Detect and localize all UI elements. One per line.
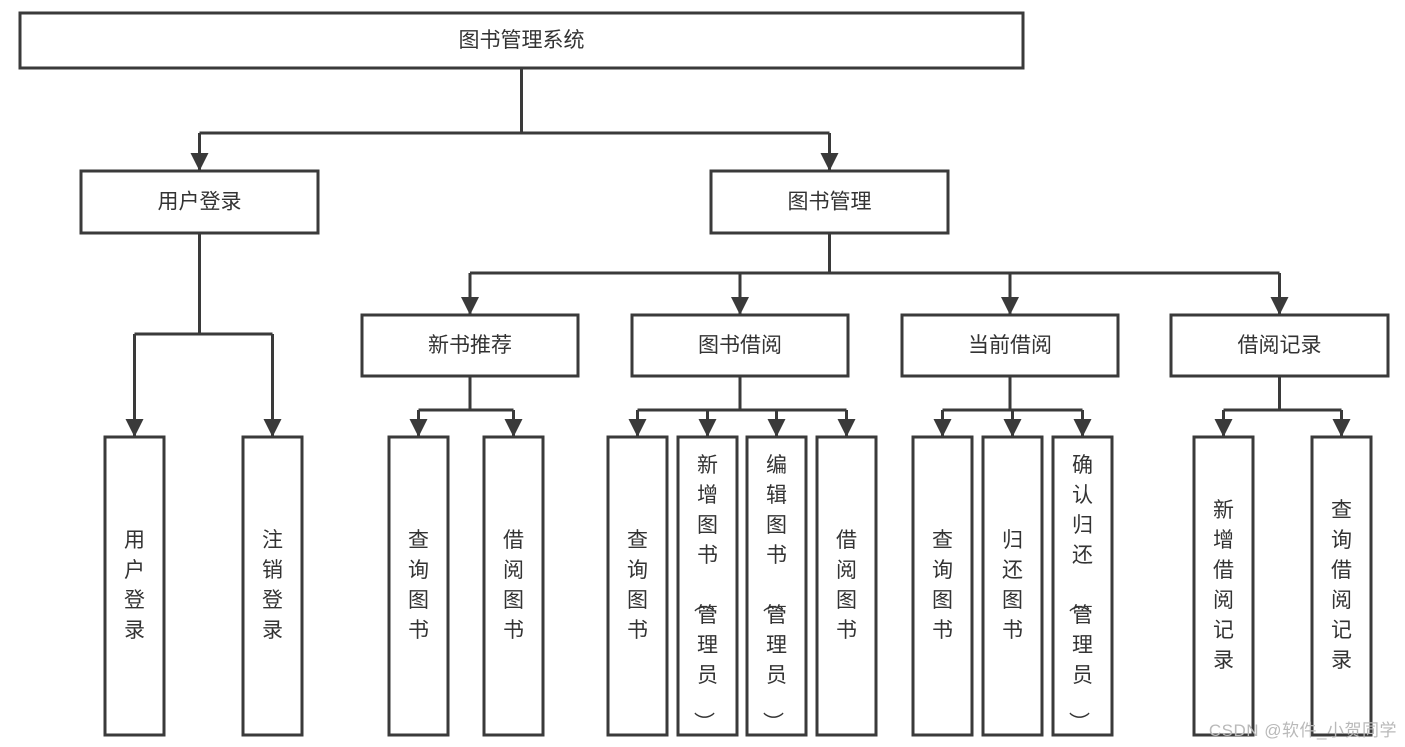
node-leaf-add-record[interactable]: 新增借阅记录 [1192, 435, 1255, 737]
arrow-head-icon [409, 419, 428, 437]
node-box [360, 313, 580, 378]
node-leaf-logout[interactable]: 注销登录 [241, 435, 304, 737]
node-box [606, 435, 669, 737]
node-box [387, 435, 450, 737]
arrow-head-icon [1332, 419, 1351, 437]
node-label: 查询借阅记录 [1331, 499, 1352, 672]
node-box [79, 169, 320, 235]
node-label: 新增借阅记录 [1213, 499, 1234, 672]
node-leaf-query-book[interactable]: 查询图书 [606, 435, 669, 737]
arrow-head-icon [698, 419, 717, 437]
node-label: 图书管理系统 [459, 29, 585, 52]
node-label: 图书管理 [788, 191, 872, 214]
arrow-head-icon [1214, 419, 1233, 437]
arrow-head-icon [190, 153, 209, 171]
node-book_manage[interactable]: 图书管理 [709, 169, 950, 235]
node-label: 借阅记录 [1238, 334, 1322, 357]
node-leaf-edit-book[interactable]: 编辑图书（管理员） [745, 435, 808, 737]
node-label: 用户登录 [158, 191, 242, 214]
node-label: 查询图书 [408, 529, 429, 642]
node-box [482, 435, 545, 737]
arrow-head-icon [125, 419, 144, 437]
node-box [103, 435, 166, 737]
node-user_login[interactable]: 用户登录 [79, 169, 320, 235]
arrow-head-icon [820, 153, 839, 171]
node-label: 用户登录 [124, 529, 145, 642]
node-leaf-query-book-rec[interactable]: 查询图书 [387, 435, 450, 737]
node-label: 当前借阅 [968, 334, 1052, 357]
arrow-head-icon [628, 419, 647, 437]
arrow-head-icon [731, 297, 749, 315]
node-leaf-query-book-cur[interactable]: 查询图书 [911, 435, 974, 737]
node-label: 归还图书 [1002, 529, 1023, 642]
node-box [1192, 435, 1255, 737]
node-box [1169, 313, 1390, 378]
node-box [815, 435, 878, 737]
node-box [676, 435, 739, 737]
node-label: 新书推荐 [428, 334, 512, 357]
node-label: 确认归还（管理员） [1067, 454, 1093, 733]
node-leaf-confirm-return[interactable]: 确认归还（管理员） [1051, 435, 1114, 737]
node-label: 新增图书（管理员） [692, 454, 718, 733]
arrow-head-icon [837, 419, 856, 437]
node-label: 查询图书 [627, 529, 648, 642]
node-leaf-borrow-book-rec[interactable]: 借阅图书 [482, 435, 545, 737]
arrow-head-icon [933, 419, 952, 437]
node-box [1051, 435, 1114, 737]
node-label: 查询图书 [932, 529, 953, 642]
arrow-head-icon [263, 419, 282, 437]
node-box [18, 11, 1025, 70]
nodes-layer: 图书管理系统用户登录图书管理新书推荐图书借阅当前借阅借阅记录用户登录注销登录查询… [18, 11, 1390, 737]
node-leaf-user-login[interactable]: 用户登录 [103, 435, 166, 737]
node-leaf-add-book[interactable]: 新增图书（管理员） [676, 435, 739, 737]
node-box [981, 435, 1044, 737]
node-leaf-borrow-book[interactable]: 借阅图书 [815, 435, 878, 737]
arrow-head-icon [504, 419, 523, 437]
edges-layer [125, 68, 1351, 437]
arrow-head-icon [1270, 297, 1289, 315]
node-label: 借阅图书 [836, 529, 857, 642]
node-current_borrow[interactable]: 当前借阅 [900, 313, 1120, 378]
node-box [630, 313, 850, 378]
arrow-head-icon [1001, 297, 1019, 315]
node-root[interactable]: 图书管理系统 [18, 11, 1025, 70]
node-box [745, 435, 808, 737]
node-leaf-return-book[interactable]: 归还图书 [981, 435, 1044, 737]
node-label: 注销登录 [262, 529, 283, 642]
node-label: 借阅图书 [503, 529, 524, 642]
arrow-head-icon [461, 297, 479, 315]
arrow-head-icon [1073, 419, 1092, 437]
arrow-head-icon [767, 419, 786, 437]
node-box [900, 313, 1120, 378]
node-box [911, 435, 974, 737]
node-label: 编辑图书（管理员） [761, 454, 787, 733]
node-leaf-query-record[interactable]: 查询借阅记录 [1310, 435, 1373, 737]
node-label: 图书借阅 [698, 334, 782, 357]
node-book_borrow[interactable]: 图书借阅 [630, 313, 850, 378]
node-box [709, 169, 950, 235]
arrow-head-icon [1003, 419, 1022, 437]
node-box [1310, 435, 1373, 737]
node-new_book_rec[interactable]: 新书推荐 [360, 313, 580, 378]
node-borrow_record[interactable]: 借阅记录 [1169, 313, 1390, 378]
node-box [241, 435, 304, 737]
